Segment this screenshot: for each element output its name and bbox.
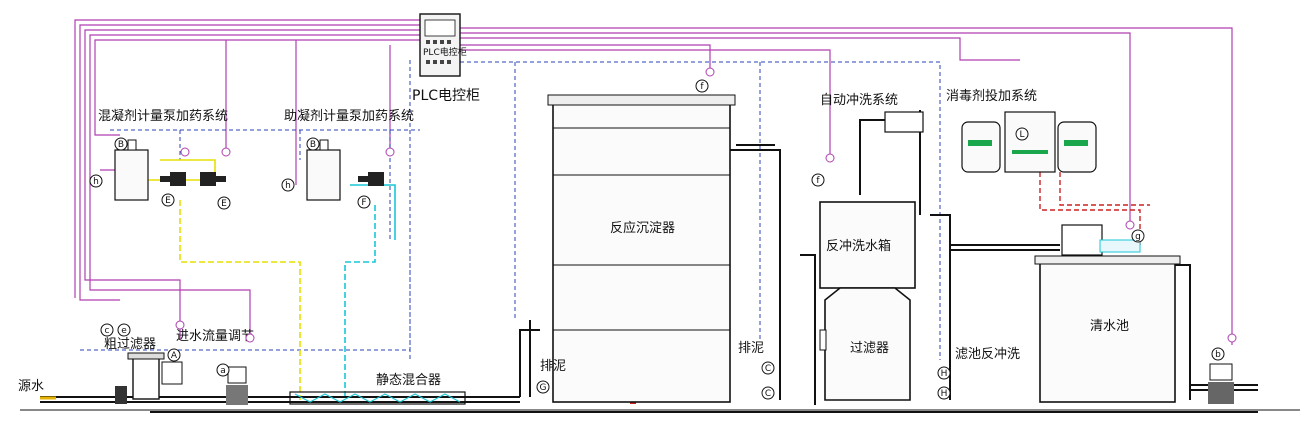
plc-label: PLC电控柜 [412, 88, 480, 104]
outlet-flowmeter [1208, 363, 1234, 404]
auto-flush-unit [884, 111, 924, 133]
marker-L: L [1019, 130, 1024, 140]
coarse-filter-label: 粗过滤器 [104, 337, 156, 352]
signal-lines [74, 19, 1233, 345]
reactor-settler [547, 94, 736, 403]
dosing-lines [140, 159, 396, 400]
clear-pool-label: 清水池 [1090, 319, 1129, 334]
marker-C2: C [765, 389, 771, 399]
marker-f2: f [816, 176, 820, 186]
marker-f1: f [700, 82, 704, 92]
marker-g: g [1135, 232, 1141, 242]
marker-H2: H [941, 389, 948, 399]
floc-tank [306, 139, 341, 201]
coag-pump-1 [160, 172, 186, 186]
filter-body [819, 287, 911, 401]
coag-tank [114, 139, 149, 201]
disinfect-label: 消毒剂投加系统 [946, 88, 1037, 104]
marker-E2: E [221, 199, 227, 209]
backwash-tank-label: 反冲洗水箱 [826, 238, 891, 254]
markers: A B B c e E E F h h a f f L g G C C H H … [89, 79, 1225, 400]
reactor-label: 反应沉淀器 [610, 220, 675, 236]
sludge-label-1: 排泥 [540, 359, 566, 374]
auto-flush-label: 自动冲洗系统 [820, 93, 898, 108]
inflow-adjust-label: 进水流量调节 [176, 329, 254, 344]
control-lines [80, 60, 941, 360]
marker-c: c [105, 326, 110, 336]
marker-B1: B [118, 140, 124, 150]
floc-pump [358, 172, 384, 186]
static-mixer [289, 391, 466, 405]
marker-G: G [540, 383, 547, 393]
floc-system-label: 助凝剂计量泵加药系统 [284, 108, 414, 124]
marker-H1: H [941, 369, 948, 379]
marker-F: F [361, 198, 366, 208]
marker-B2: B [310, 140, 316, 150]
source-label: 源水 [18, 379, 44, 394]
disinfect-unit [961, 111, 1097, 173]
marker-h2: h [285, 181, 291, 191]
coag-pump-2 [200, 172, 226, 186]
marker-E1: E [165, 196, 171, 206]
clear-water-pool [1034, 224, 1181, 403]
coag-system-label: 混凝剂计量泵加药系统 [98, 108, 228, 124]
marker-C1: C [765, 364, 771, 374]
marker-e: e [121, 326, 127, 336]
plc-cabinet: PLC电控柜 [419, 13, 467, 77]
instrument-bubbles [175, 67, 1237, 343]
inflow-valve [161, 361, 248, 405]
pool-backwash-label: 滤池反冲洗 [955, 347, 1020, 362]
static-mixer-label: 静态混合器 [376, 373, 441, 388]
marker-a: a [220, 366, 226, 376]
backwash-tank [819, 201, 916, 289]
coarse-filter [115, 352, 165, 404]
marker-h1: h [93, 177, 99, 187]
plc-panel-label: PLC电控柜 [423, 46, 467, 58]
sludge-label-2: 排泥 [738, 341, 764, 356]
marker-A: A [171, 351, 178, 361]
filter-label: 过滤器 [850, 341, 889, 356]
marker-b: b [1215, 350, 1221, 360]
